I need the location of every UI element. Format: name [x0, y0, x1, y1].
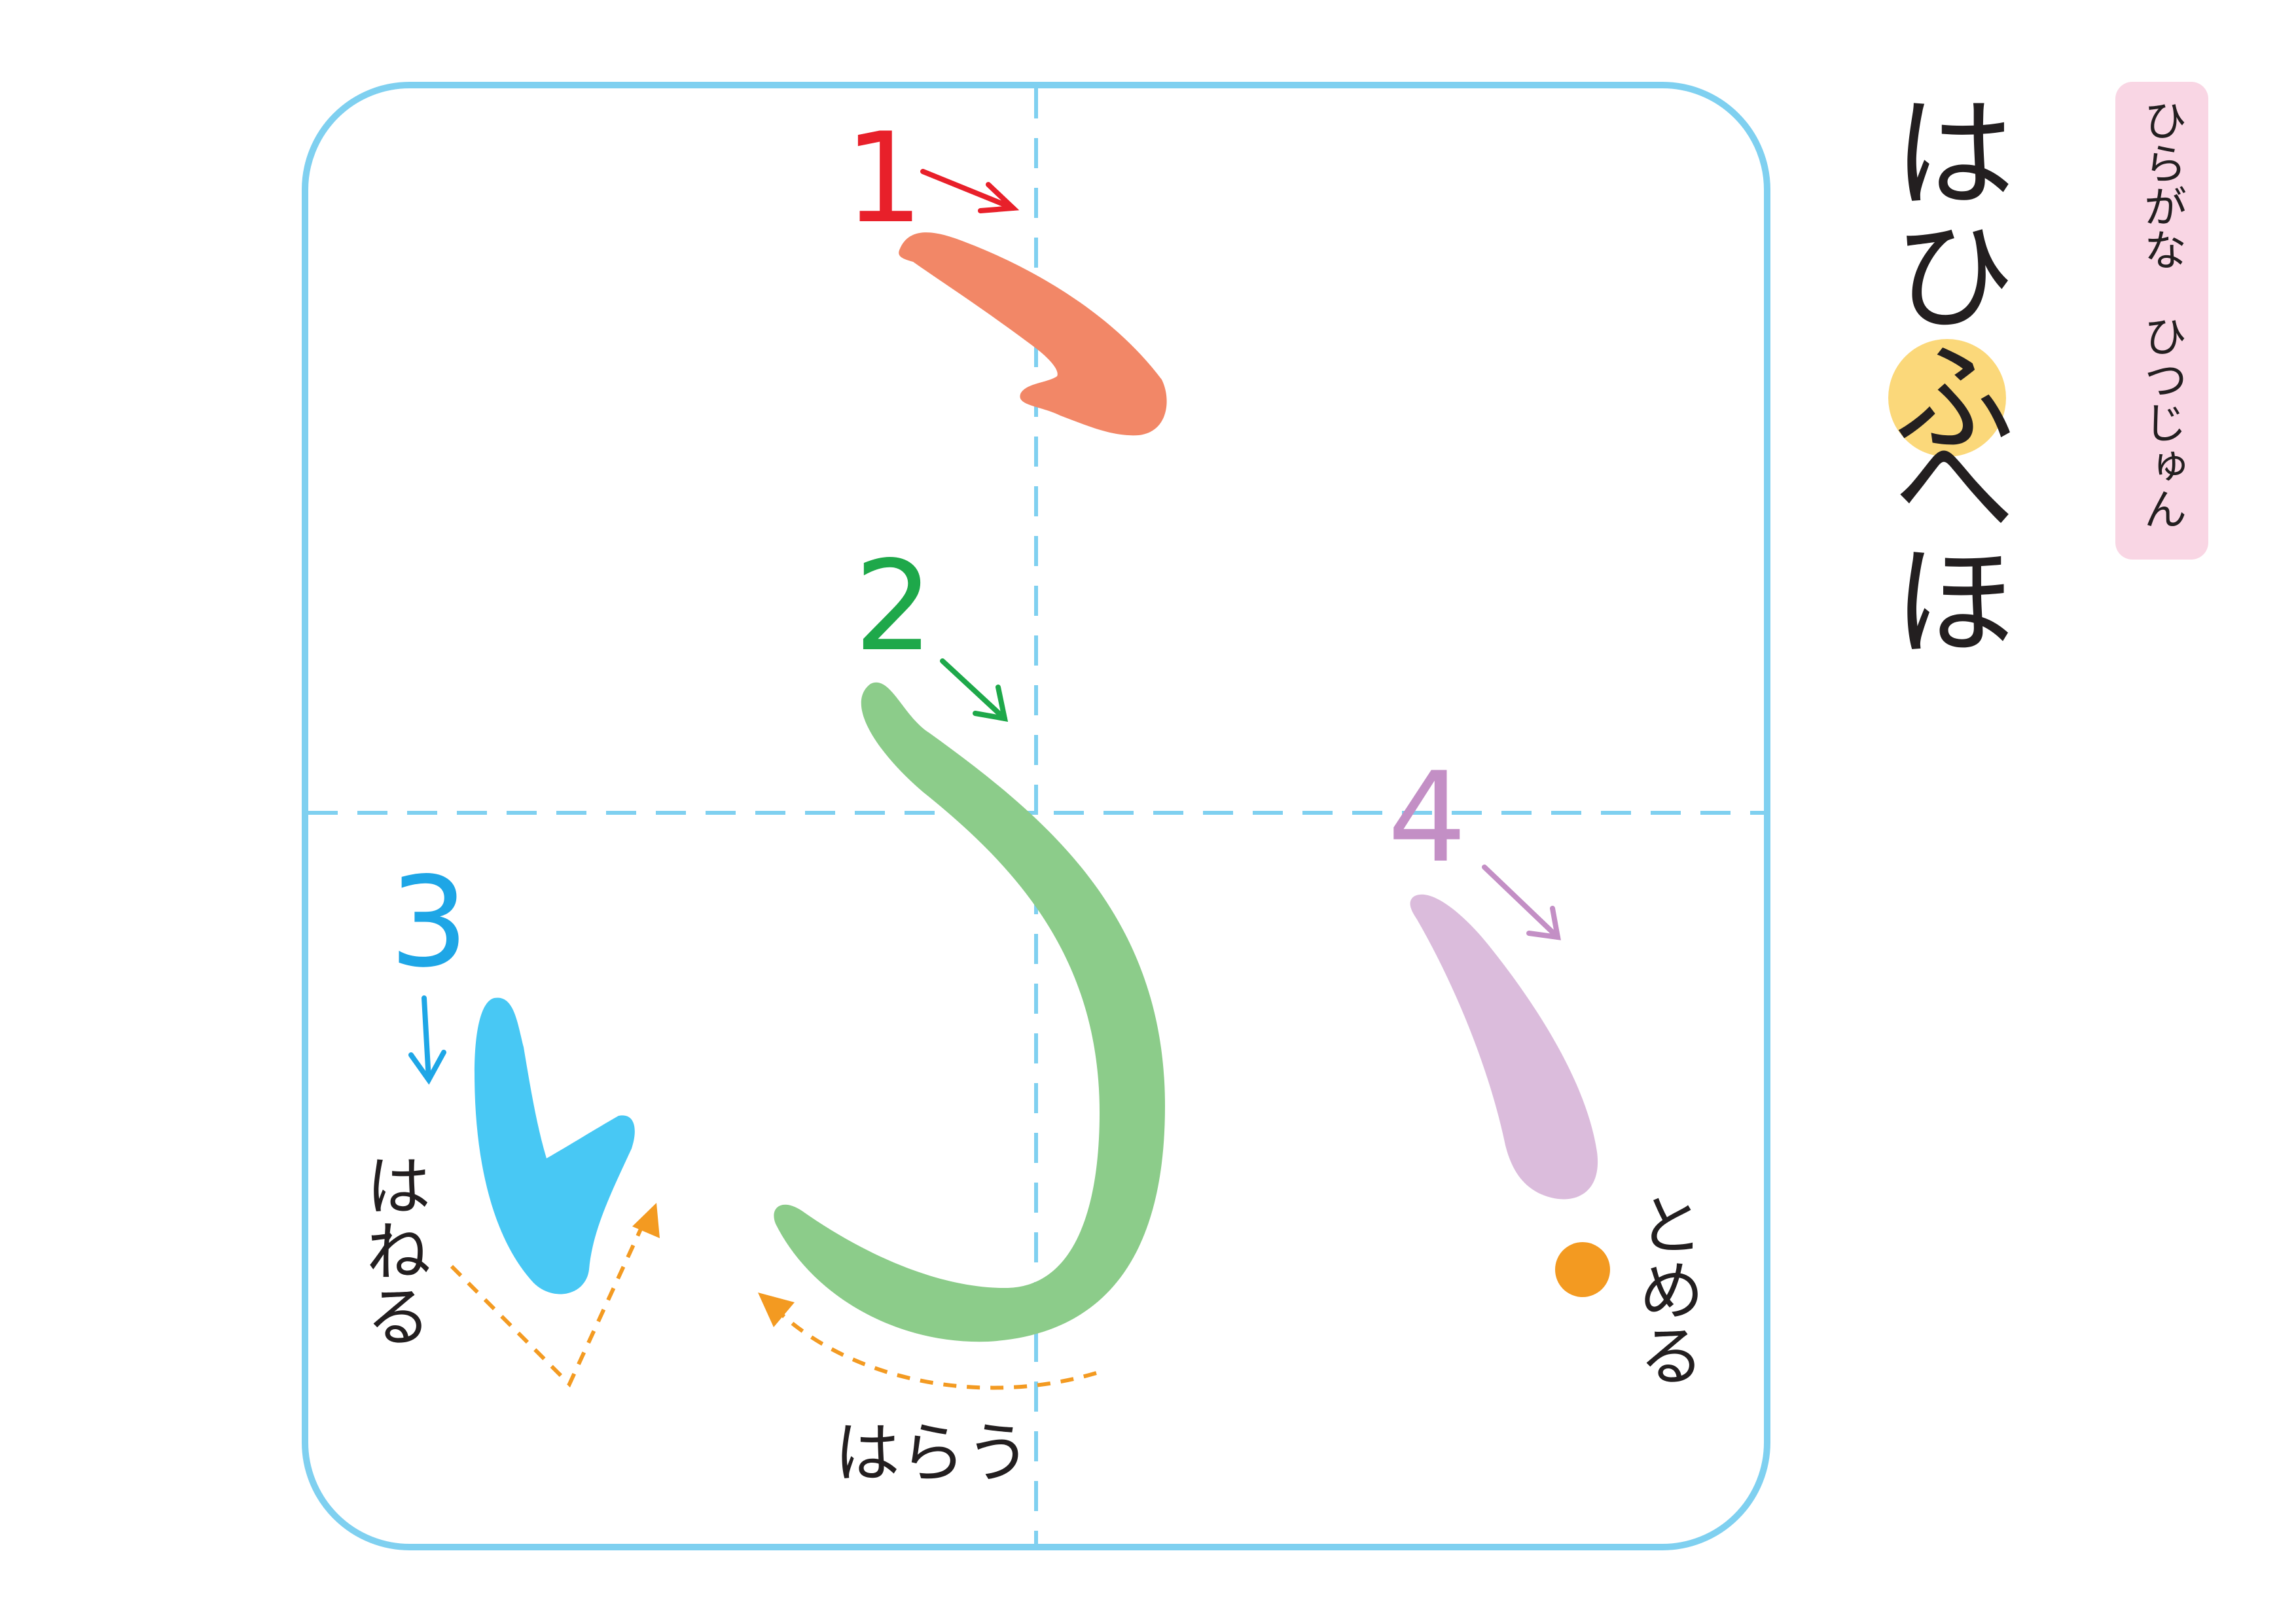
stroke-number-3: 3: [389, 850, 469, 995]
tome-dot: [1555, 1242, 1610, 1297]
practice-frame: [302, 82, 1770, 1550]
title-tag: [2115, 82, 2208, 560]
tag-line-2: ひつじゅん: [2137, 314, 2187, 530]
row-char-he: へ: [1893, 415, 2015, 556]
row-char-fu: ふ: [1893, 329, 2015, 470]
direction-arrow-1: [920, 169, 1020, 213]
harau-label: はらう: [834, 1415, 1031, 1491]
tag-line-1: ひらがな: [2137, 98, 2187, 271]
row-char-ho: ほ: [1893, 532, 2015, 673]
stroke-3-shape: [475, 997, 635, 1294]
hane-label: はねる: [355, 1152, 431, 1348]
stroke-number-4: 4: [1388, 745, 1467, 890]
stroke-number-2: 2: [854, 534, 933, 679]
stroke-number-1: 1: [844, 106, 924, 251]
harau-guide-arrow: [758, 1293, 1097, 1390]
row-char-hi: ひ: [1893, 206, 2015, 348]
highlight-circle: [1888, 339, 2006, 457]
stroke-2-shape: [774, 682, 1165, 1342]
direction-arrow-3: [408, 995, 446, 1085]
direction-arrow-2: [940, 658, 1009, 722]
direction-arrow-4: [1482, 865, 1561, 940]
stroke-1-shape: [899, 232, 1167, 436]
hane-guide-arrow: [450, 1203, 660, 1388]
row-char-ha: は: [1893, 84, 2015, 225]
stroke-4-shape: [1410, 894, 1598, 1200]
tome-label: とめる: [1628, 1191, 1704, 1387]
